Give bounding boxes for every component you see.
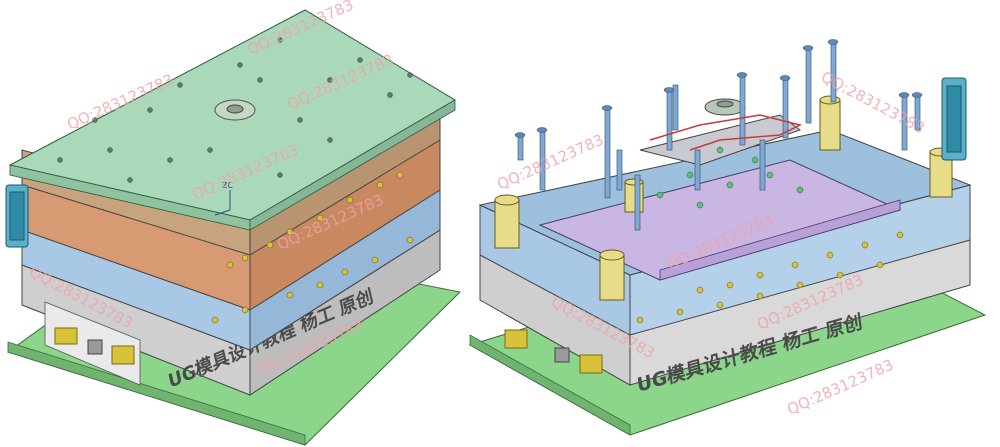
right-mold-assembly: UG模具设计教程 杨工 原创 (468, 39, 987, 436)
right-sprue-ring-icon (704, 98, 746, 116)
left-side-connector-icon (5, 184, 29, 248)
right-spring-icon (504, 329, 603, 374)
left-axis-icon: ZC (214, 181, 233, 216)
right-cooling-fittings (656, 146, 804, 209)
left-sprue-ring-icon (214, 99, 256, 121)
left-spring-icon (54, 327, 135, 365)
right-heater-wire (649, 114, 803, 151)
right-side-connector-icon (941, 77, 967, 161)
left-cooling-fittings (211, 171, 414, 324)
left-mold-assembly: UG模具设计教程 杨工 原创 (5, 9, 462, 446)
axis-label: ZC (222, 181, 233, 190)
